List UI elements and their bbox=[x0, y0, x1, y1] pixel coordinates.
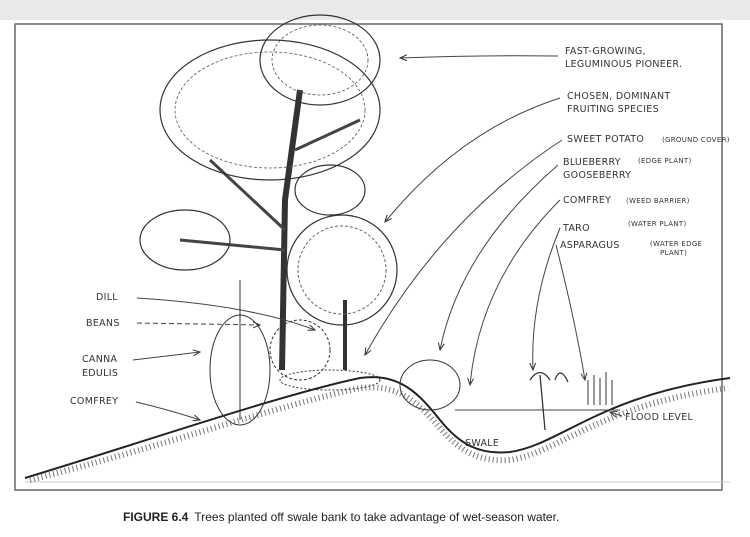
right-labels: FAST-GROWING, LEGUMINOUS PIONEER. CHOSEN… bbox=[560, 46, 730, 257]
ground-profile bbox=[24, 376, 731, 483]
label-swale: SWALE bbox=[465, 438, 499, 449]
label-taro: TARO bbox=[562, 223, 590, 234]
label-dill: DILL bbox=[96, 292, 118, 303]
label-sweet-potato: SWEET POTATO bbox=[567, 134, 644, 145]
understory-plants bbox=[209, 280, 613, 431]
label-comfrey-right: COMFREY bbox=[563, 195, 611, 206]
label-blueberry: BLUEBERRY bbox=[563, 157, 621, 168]
label-fruiting-2: FRUITING SPECIES bbox=[567, 104, 659, 115]
pioneer-tree bbox=[139, 14, 381, 371]
figure-number: FIGURE 6.4 bbox=[123, 510, 189, 524]
label-canna: CANNA bbox=[82, 354, 118, 365]
left-labels: DILL BEANS CANNA EDULIS COMFREY bbox=[70, 292, 120, 407]
figure-caption-text: Trees planted off swale bank to take adv… bbox=[194, 510, 560, 524]
note-asparagus-2: PLANT) bbox=[660, 249, 687, 257]
fruiting-tree bbox=[286, 214, 398, 370]
label-gooseberry: GOOSEBERRY bbox=[563, 170, 631, 181]
label-asparagus: ASPARAGUS bbox=[560, 240, 620, 251]
label-pioneer-2: LEGUMINOUS PIONEER. bbox=[565, 59, 682, 70]
note-asparagus: (WATER EDGE bbox=[650, 240, 702, 248]
label-canna-2: EDULIS bbox=[82, 368, 118, 379]
note-blueberry: (EDGE PLANT) bbox=[638, 157, 692, 165]
label-fruiting: CHOSEN, DOMINANT bbox=[567, 91, 671, 102]
note-comfrey: (WEED BARRIER) bbox=[626, 197, 690, 205]
label-arrows bbox=[132, 56, 623, 420]
label-comfrey-left: COMFREY bbox=[70, 396, 118, 407]
note-sweet-potato: (GROUND COVER) bbox=[662, 136, 730, 144]
label-pioneer: FAST-GROWING, bbox=[565, 46, 646, 57]
label-flood-level: FLOOD LEVEL bbox=[625, 412, 694, 423]
scan-edge bbox=[0, 0, 750, 20]
label-beans: BEANS bbox=[86, 318, 120, 329]
note-taro: (WATER PLANT) bbox=[628, 220, 687, 228]
figure-caption: FIGURE 6.4 Trees planted off swale bank t… bbox=[123, 510, 559, 524]
